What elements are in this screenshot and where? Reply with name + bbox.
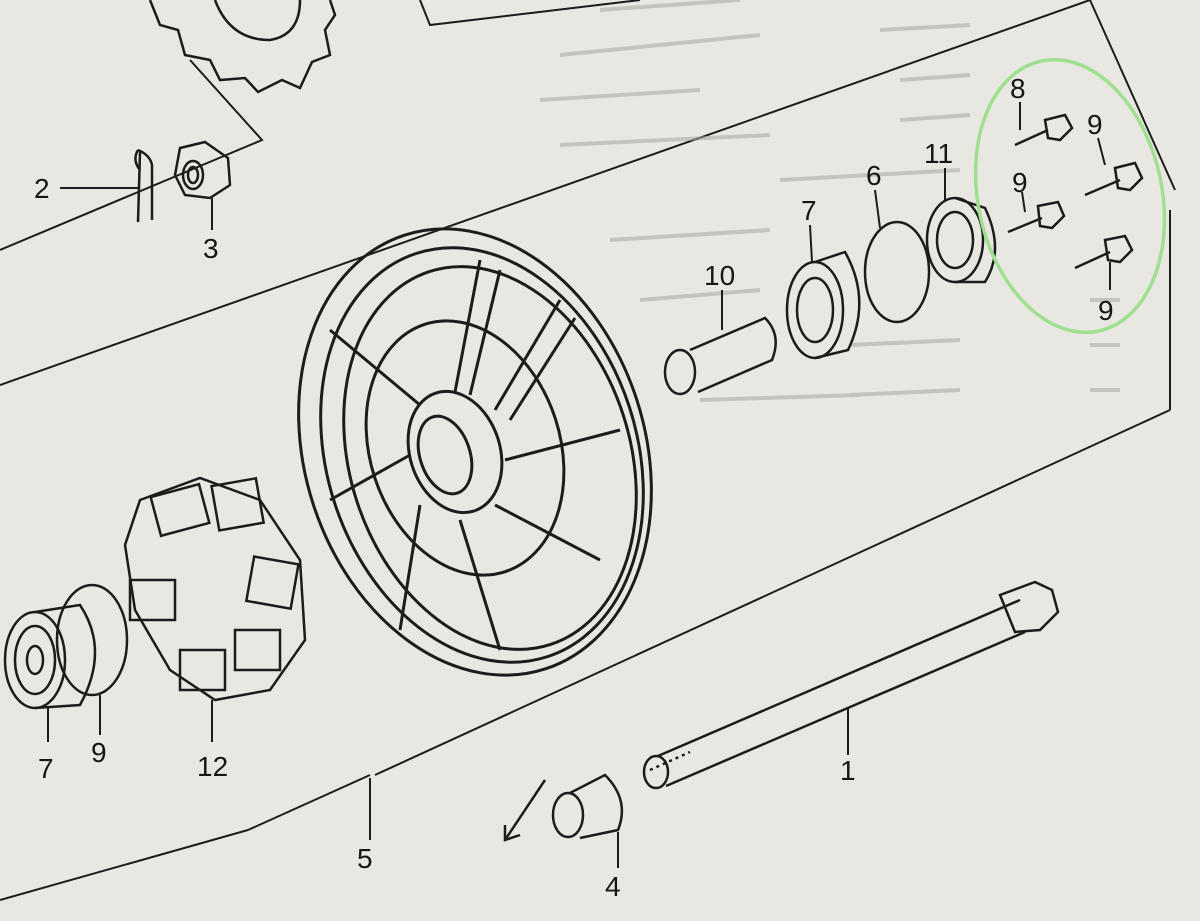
bolt-2: [1084, 161, 1144, 197]
damper-rubbers: [123, 476, 307, 702]
leader-lines: [47, 102, 1111, 868]
callout-7-left: 7: [38, 753, 54, 784]
callout-1: 1: [840, 755, 856, 786]
callout-11: 11: [924, 138, 953, 169]
bolt-1: [1014, 113, 1074, 147]
callout-9-bottom: 9: [1098, 295, 1114, 326]
callout-12: 12: [197, 751, 228, 782]
cotter-pin: [134, 148, 154, 223]
circlip-left: [55, 583, 129, 697]
axle: [642, 580, 1060, 790]
wheel: [297, 227, 653, 677]
bearing-right: [785, 250, 861, 360]
callout-9-mid: 9: [1012, 167, 1028, 198]
highlight-ellipse: [973, 57, 1167, 335]
bolts-group: [1007, 113, 1144, 270]
bearing-left: [3, 603, 97, 710]
faded-background-text: [539, 0, 1120, 402]
callout-10: 10: [704, 260, 735, 291]
callout-4: 4: [605, 871, 621, 902]
spacer: [503, 773, 624, 842]
callout-9-right: 9: [1087, 109, 1103, 140]
bolt-4: [1074, 234, 1134, 270]
collar: [663, 316, 777, 396]
callout-6: 6: [866, 160, 882, 191]
bolt-3: [1007, 200, 1066, 234]
callout-9-top: 8: [1010, 73, 1026, 104]
oil-seal: [925, 196, 997, 284]
callout-3: 3: [203, 233, 219, 264]
callout-5: 5: [357, 843, 373, 874]
page-border-lines: [0, 0, 1176, 901]
sprocket: [148, 0, 337, 94]
circlip-right: [863, 220, 931, 324]
callout-8: 9: [91, 737, 107, 768]
castle-nut: [173, 140, 232, 200]
callout-7-right: 7: [801, 195, 817, 226]
callout-2: 2: [34, 173, 50, 204]
